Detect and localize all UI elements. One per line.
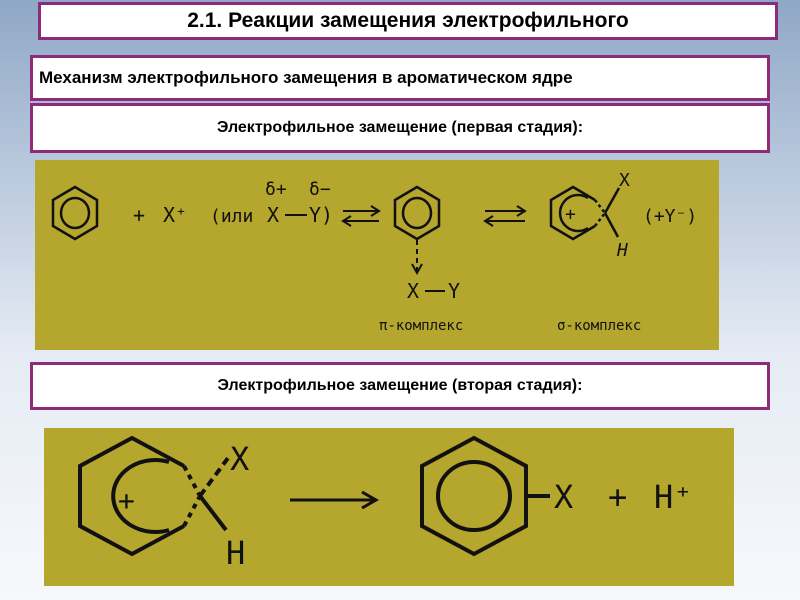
slide-title-text: 2.1. Реакции замещения электрофильного xyxy=(187,9,629,32)
pi-complex-y: Y xyxy=(448,279,460,303)
sigma-complex-ring-stage2 xyxy=(78,435,230,557)
pi-complex-arrowhead xyxy=(411,263,423,276)
stage1-reaction-panel: + X⁺ (или δ+ δ− X Y) X Y π-комплекс + X … xyxy=(35,160,719,350)
sigma-complex-ring xyxy=(549,185,621,241)
stage2-plus-sign: + xyxy=(608,478,627,516)
stage2-x: X xyxy=(230,440,249,478)
electrophile-x-plus: X⁺ xyxy=(163,203,187,227)
pi-complex-label: π-комплекс xyxy=(379,318,463,334)
benzene-ring xyxy=(51,185,99,241)
stage2-heading-text: Электрофильное замещение (вторая стадия)… xyxy=(217,377,583,394)
mechanism-heading-text: Механизм электрофильного замещения в аро… xyxy=(39,68,573,87)
sigma-complex-label: σ-комплекс xyxy=(557,318,641,334)
stage2-ring-charge: + xyxy=(118,484,135,517)
sigma-complex-charge: + xyxy=(565,204,576,225)
product-x: X xyxy=(554,478,573,516)
reagent-x: X xyxy=(267,203,279,227)
reaction-arrow xyxy=(290,490,380,510)
reagent-y: Y) xyxy=(309,203,333,227)
counter-ion: (+Y⁻) xyxy=(643,206,697,227)
pi-complex-x: X xyxy=(407,279,419,303)
stage2-h: H xyxy=(226,534,245,572)
delta-minus: δ− xyxy=(309,179,331,200)
equilibrium-arrow-1 xyxy=(341,205,381,227)
stage1-heading-text: Электрофильное замещение (первая стадия)… xyxy=(216,119,584,136)
stage2-reaction-svg: + X H X + H⁺ xyxy=(78,435,693,572)
sigma-complex-x: X xyxy=(619,170,630,191)
equilibrium-arrow-2 xyxy=(483,205,527,227)
mechanism-heading: Механизм электрофильного замещения в аро… xyxy=(30,55,770,101)
stage1-heading: Электрофильное замещение (первая стадия)… xyxy=(30,103,770,153)
slide-title: 2.1. Реакции замещения электрофильного xyxy=(38,2,778,40)
stage1-reaction-svg: + X⁺ (или δ+ δ− X Y) X Y π-комплекс + X … xyxy=(51,170,697,334)
proton-h-plus: H⁺ xyxy=(654,478,693,516)
delta-plus: δ+ xyxy=(265,179,287,200)
or-text: (или xyxy=(210,206,253,227)
sigma-complex-h: H xyxy=(616,240,628,261)
product-benzene-ring xyxy=(420,435,550,557)
stage2-reaction-panel: + X H X + H⁺ xyxy=(44,428,734,586)
stage2-heading: Электрофильное замещение (вторая стадия)… xyxy=(30,362,770,410)
pi-complex-ring xyxy=(393,185,441,241)
plus-sign: + xyxy=(133,203,145,227)
